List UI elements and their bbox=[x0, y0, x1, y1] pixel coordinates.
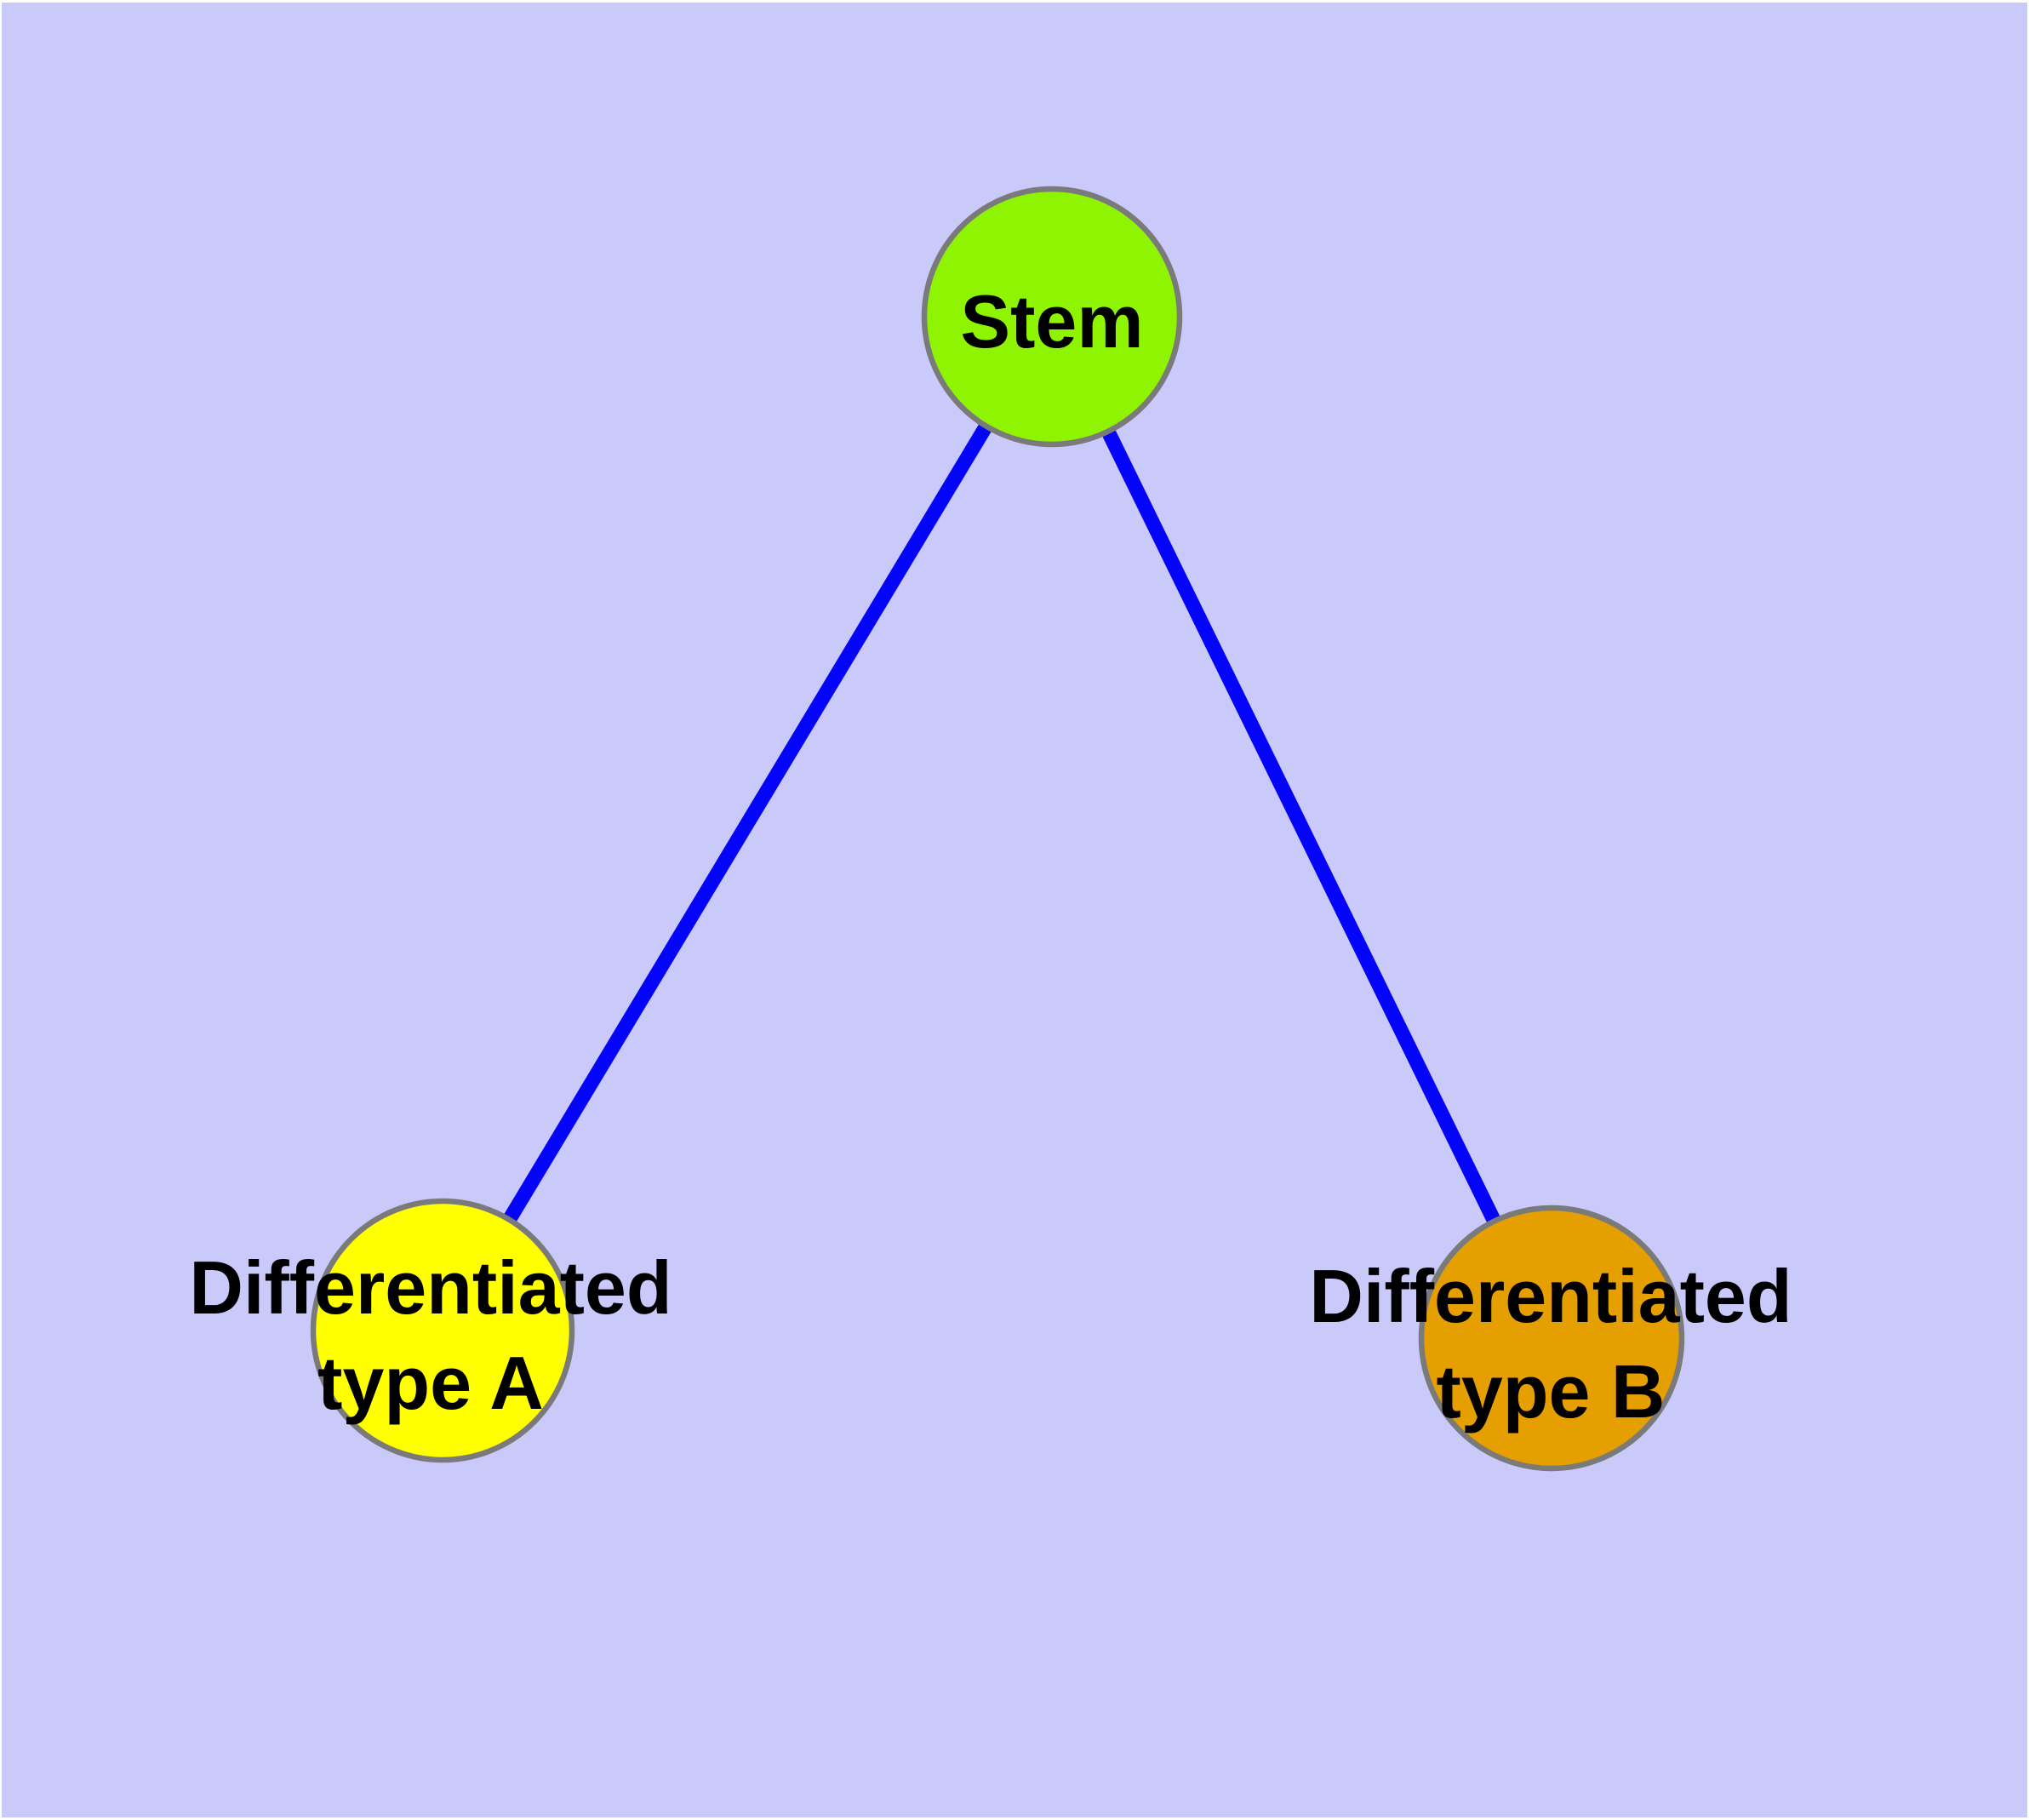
node-type-a-label-line2: type A bbox=[317, 1341, 544, 1425]
node-differentiated-type-b bbox=[1418, 1205, 1685, 1472]
node-stem-label: Stem bbox=[960, 279, 1143, 363]
node-type-a-label-line1: Differentiated bbox=[189, 1245, 672, 1330]
node-stem bbox=[921, 186, 1183, 448]
node-differentiated-type-a bbox=[310, 1198, 575, 1463]
node-type-b-label-line2: type B bbox=[1437, 1349, 1666, 1434]
edge-stem-to-type-a bbox=[436, 312, 1059, 1335]
node-type-b-label-line1: Differentiated bbox=[1309, 1254, 1792, 1338]
edge-stem-to-type-b bbox=[1045, 313, 1558, 1342]
